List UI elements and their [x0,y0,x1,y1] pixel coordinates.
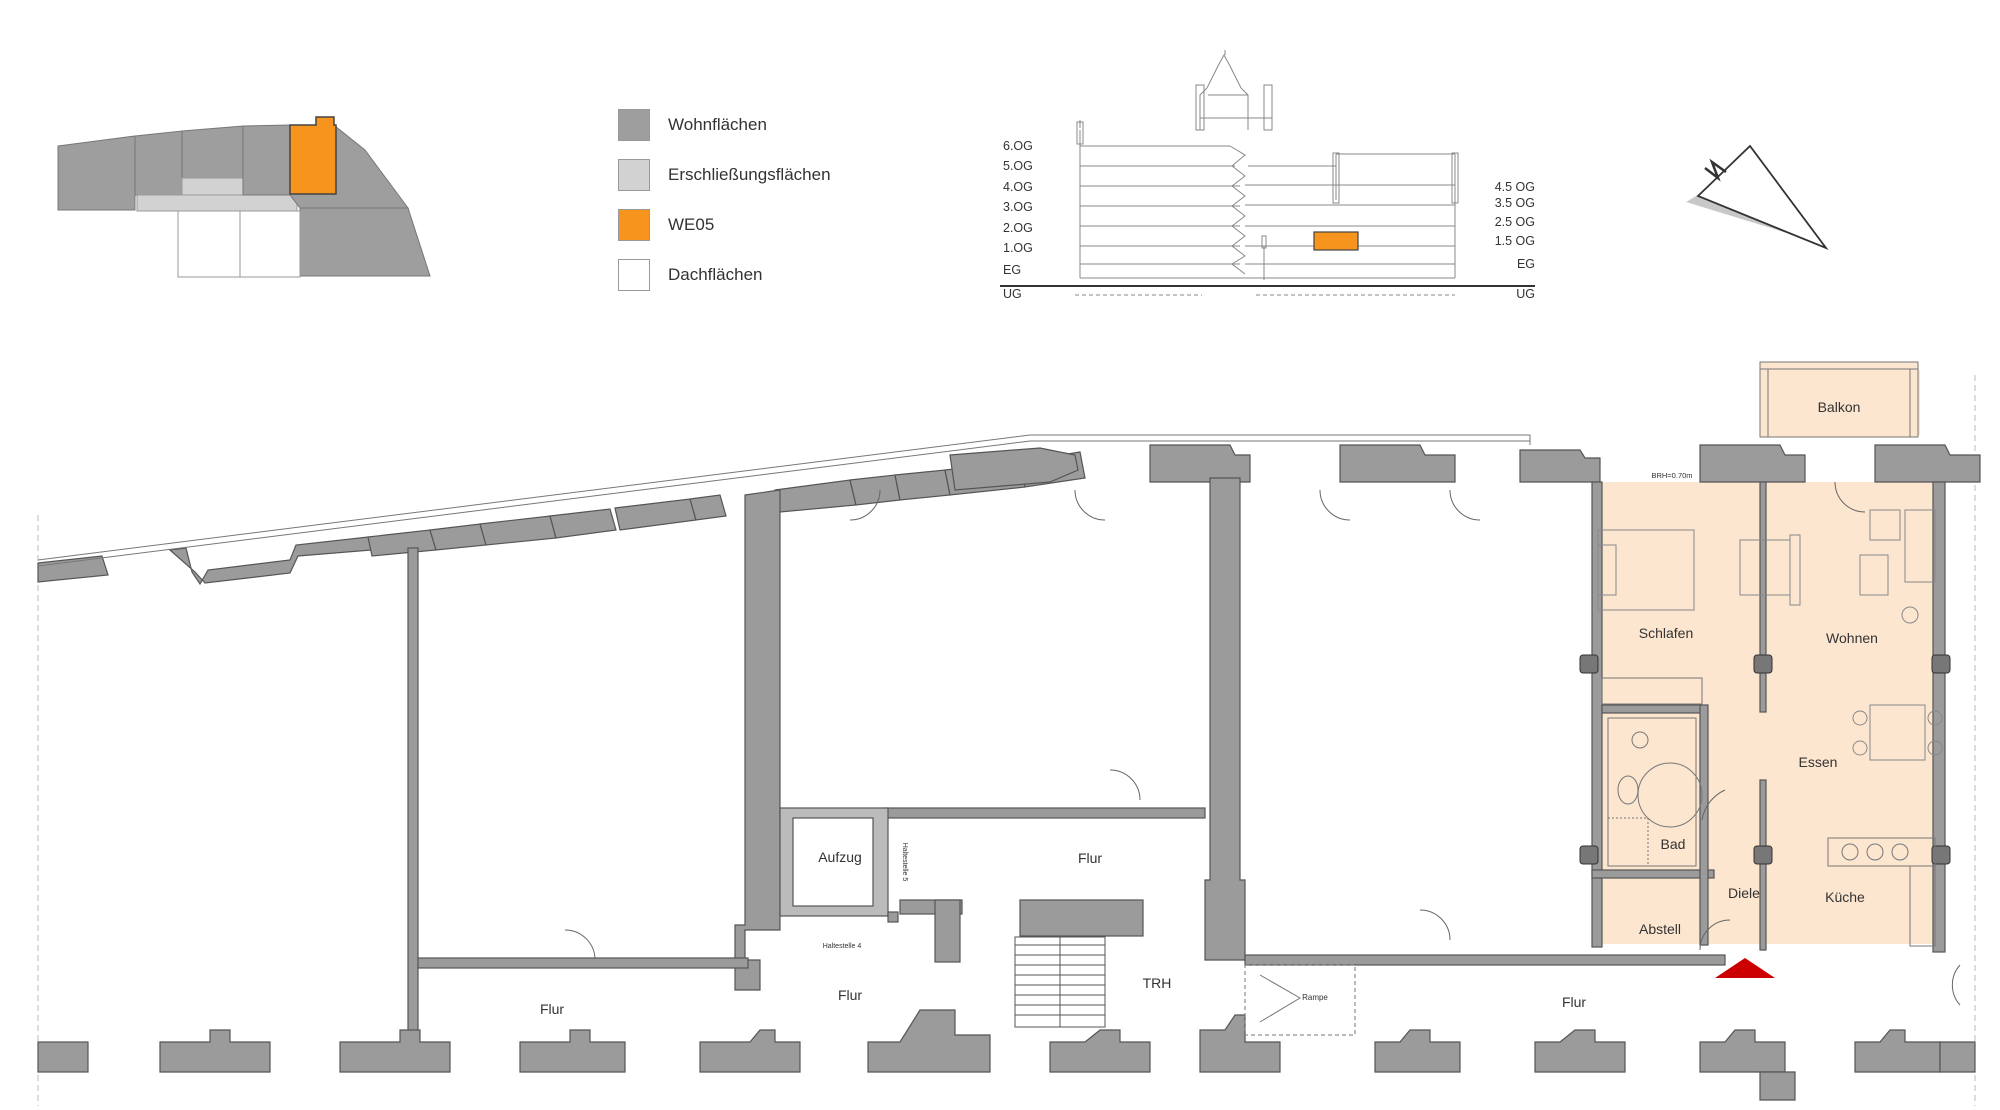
rampe [1244,964,1356,1036]
level-label-6og: 6.OG [1003,139,1033,153]
legend-swatch [618,109,650,141]
key-plan-roof [239,210,301,278]
room-labels: Balkon Schlafen Wohnen Essen Bad Küche D… [540,399,1878,1017]
label-brh: BRH=0.70m [1651,471,1692,480]
level-label-3-5og: 3.5 OG [1495,196,1535,210]
kitchen-fixtures [1601,677,1936,947]
key-plan-block [181,125,244,179]
label-rampe: Rampe [1302,993,1328,1002]
wall-horizontal [884,807,1206,819]
legend-swatch [618,209,650,241]
legend-label: Dachflächen [668,265,763,284]
legend-swatch [618,159,650,191]
legend-item-erschliessungsflaechen: Erschließungsflächen [618,158,831,192]
furniture [1597,509,1943,761]
level-label-ug: UG [1003,287,1022,301]
key-plan-block [299,207,431,277]
section-tower [1199,53,1249,130]
key-plan-block [242,124,291,196]
level-label-3og: 3.OG [1003,200,1033,214]
level-label-eg: EG [1003,263,1021,277]
legend-label: Wohnflächen [668,115,767,134]
level-label-ug-right: UG [1516,287,1535,301]
legend-swatch [618,259,650,291]
room-label-kueche: Küche [1825,889,1865,905]
facade-bottom [37,1009,1976,1101]
room-label-wohnen: Wohnen [1826,630,1878,646]
legend-label: WE05 [668,215,715,234]
room-label-flur-center: Flur [1078,850,1102,866]
level-label-4-5og: 4.5 OG [1495,180,1535,194]
door-swings [564,481,1961,1006]
facade-outline [37,434,1531,567]
key-plan-block [134,130,183,196]
key-plan-roof [177,210,241,278]
key-plan-corridor [181,177,244,196]
key-plan [57,116,431,278]
section-level-labels-right: 4.5 OG 3.5 OG 2.5 OG 1.5 OG EG UG [1495,180,1535,301]
facade-top-straight [949,444,1981,491]
legend-item-wohnflaechen: Wohnflächen [618,108,767,142]
key-plan-block [57,135,136,211]
bathroom-fixtures [1607,717,1703,867]
plant-icon [1901,606,1919,624]
room-label-essen: Essen [1799,754,1838,770]
room-label-aufzug: Aufzug [818,849,862,865]
room-label-flur-right: Flur [1562,994,1586,1010]
balkon [1759,361,1919,438]
level-label-1og: 1.OG [1003,241,1033,255]
level-label-1-5og: 1.5 OG [1495,234,1535,248]
section-view [1075,50,1459,296]
room-label-trh: TRH [1143,975,1172,991]
level-label-eg-right: EG [1517,257,1535,271]
legend-item-dachflaechen: Dachflächen [618,258,763,292]
key-plan-we05 [289,116,337,195]
room-label-flur-mid: Flur [838,987,862,1003]
north-arrow-icon [1686,144,1829,251]
room-label-abstell: Abstell [1639,921,1681,937]
level-label-5og: 5.OG [1003,159,1033,173]
pillars [1579,654,1951,865]
site-boundary [37,375,1976,1106]
section-we05 [1313,231,1359,251]
wall-vertical [407,547,419,1039]
interior-walls [407,477,1946,1039]
room-label-flur-left: Flur [540,1001,564,1017]
key-plan-corridor [136,194,298,212]
dining-table-icon [1869,704,1926,761]
label-haltestelle-5: Haltestelle 5 [901,843,908,882]
stairs [1014,936,1106,1028]
armchair-icon [1859,554,1889,596]
room-label-diele: Diele [1728,885,1760,901]
sofa-icon [1904,509,1936,583]
level-label-2og: 2.OG [1003,221,1033,235]
room-label-bad: Bad [1661,836,1686,852]
entrance-marker-icon [1715,958,1775,978]
room-label-balkon: Balkon [1818,399,1861,415]
room-label-schlafen: Schlafen [1639,625,1693,641]
legend-label: Erschließungsflächen [668,165,831,184]
label-haltestelle-4: Haltestelle 4 [823,943,862,950]
level-label-2-5og: 2.5 OG [1495,215,1535,229]
legend-item-we05: WE05 [618,208,714,242]
level-label-4og: 4.OG [1003,180,1033,194]
section-level-labels-left: 6.OG 5.OG 4.OG 3.OG 2.OG 1.OG EG UG [1003,139,1033,301]
facade-top [37,449,1086,586]
